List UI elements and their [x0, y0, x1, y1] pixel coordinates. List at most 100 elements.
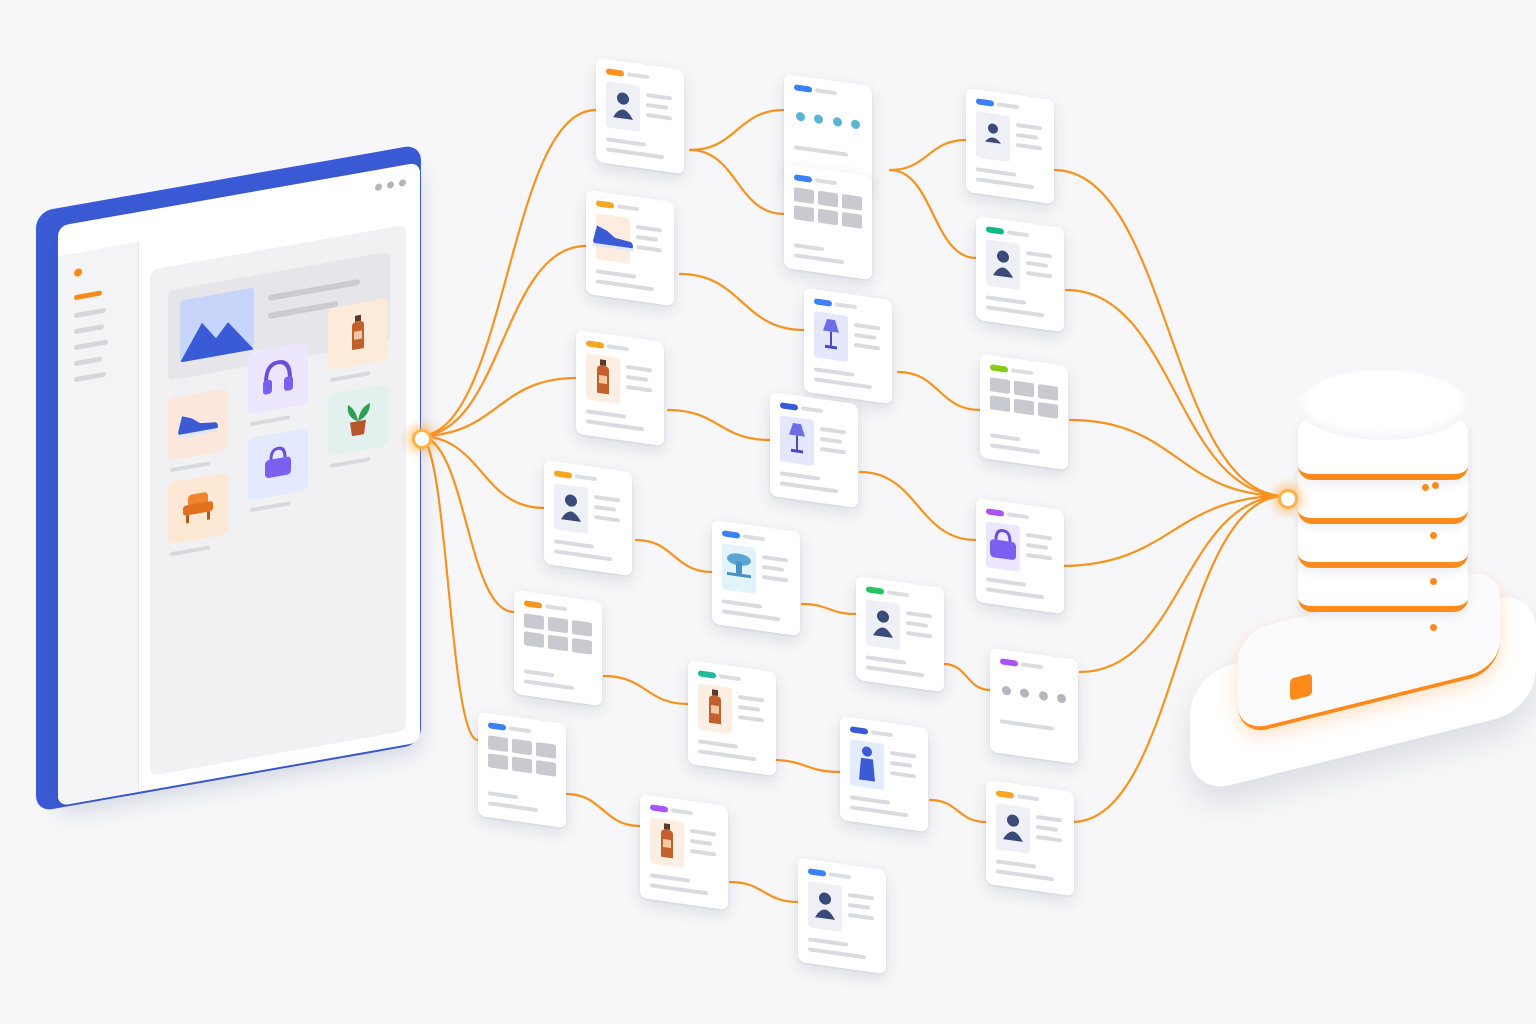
connection-wire [634, 538, 714, 574]
dot [1020, 688, 1030, 699]
card-text-line [698, 749, 756, 762]
card-tag [586, 340, 604, 349]
card-tag-label [1007, 512, 1029, 520]
grid-cell [1014, 398, 1034, 416]
connection-wire [1068, 418, 1287, 498]
card-text-line [814, 367, 854, 377]
status-led [1430, 578, 1437, 585]
card-text-line [794, 253, 844, 265]
card-tag [850, 726, 868, 735]
card-text-line [986, 577, 1026, 587]
card-tag-label [815, 88, 837, 96]
card-text-line [906, 610, 932, 619]
card-tag-label [1021, 662, 1043, 670]
card-tag-label [509, 726, 531, 734]
grid-cell [548, 634, 568, 652]
connection-wire [800, 602, 858, 616]
sidebar-item [74, 356, 102, 367]
product-tile [248, 428, 308, 501]
card-text-line [738, 714, 764, 723]
connection-wire [417, 434, 546, 510]
armchair-icon [180, 486, 216, 530]
card-text-line [650, 883, 708, 896]
product-tile [328, 297, 388, 371]
card-text-line [690, 838, 712, 846]
card-thumbnail [976, 111, 1010, 162]
dot [1002, 685, 1011, 696]
data-card [478, 711, 566, 829]
card-text-line [1026, 552, 1052, 561]
card-text-line [820, 446, 846, 455]
connection-wire [1070, 494, 1287, 824]
connection-wire [602, 674, 690, 706]
card-text-line [986, 305, 1044, 318]
card-text-line [586, 419, 644, 432]
grid-cell [524, 613, 544, 631]
data-card [784, 163, 872, 281]
sidebar-item [74, 307, 106, 319]
card-text-line [848, 892, 874, 901]
document-icon [982, 119, 1004, 154]
card-tag-label [575, 474, 597, 482]
card-thumbnail [986, 521, 1020, 572]
status-led [1422, 484, 1429, 491]
card-text-line [848, 912, 874, 921]
card-text-line [780, 471, 820, 481]
card-text-line [854, 342, 880, 351]
card-text-line [626, 374, 648, 382]
connection-wire [1078, 494, 1287, 674]
card-text-line [646, 92, 672, 101]
connection-wire [896, 370, 982, 412]
database-input-node [1278, 489, 1298, 509]
product-caption-bar [250, 415, 290, 427]
mountain-image-icon [180, 287, 254, 363]
grid-icon [794, 187, 862, 229]
connection-wire [942, 662, 992, 692]
grid-cell [524, 631, 544, 649]
card-text-line [850, 805, 908, 818]
grid-cell [842, 193, 862, 211]
data-card [586, 189, 674, 307]
card-text-line [866, 665, 924, 678]
card-thumbnail [606, 81, 640, 132]
card-text-line [1016, 132, 1038, 140]
card-tag [996, 790, 1014, 799]
dot [1038, 690, 1048, 701]
grid-cell [536, 741, 556, 759]
card-text-line [1036, 824, 1058, 832]
card-thumbnail [698, 683, 732, 734]
connection-wire [888, 168, 978, 260]
connection-wire [728, 880, 800, 904]
connection-wire [666, 408, 772, 442]
connection-wire [417, 376, 578, 438]
card-tag [990, 364, 1008, 373]
grid-cell [572, 619, 592, 637]
card-text-line [854, 332, 876, 340]
card-tag [976, 98, 994, 107]
card-tag [866, 586, 884, 595]
product-tile [168, 472, 228, 545]
data-card [840, 715, 928, 833]
sidebar-logo-icon [74, 267, 82, 278]
dot [1056, 693, 1066, 704]
sidebar-item-active [74, 290, 102, 301]
card-text-line [606, 147, 664, 160]
card-thumbnail [593, 213, 633, 264]
card-tag [606, 68, 624, 77]
card-text-line [986, 587, 1044, 600]
window-menu-dots-icon [375, 178, 406, 192]
card-text-line [986, 295, 1026, 305]
card-tag-label [545, 604, 567, 612]
card-tag [1000, 658, 1018, 667]
data-card [966, 87, 1054, 205]
card-text-line [814, 377, 872, 390]
connection-wire [678, 272, 806, 332]
card-text-line [636, 224, 662, 233]
status-led [1430, 624, 1437, 631]
card-text-line [850, 795, 890, 805]
card-tag-label [815, 178, 837, 186]
card-text-line [488, 801, 538, 813]
card-tag-label [871, 730, 893, 738]
card-text-line [890, 760, 912, 768]
lamp-icon [819, 316, 843, 357]
